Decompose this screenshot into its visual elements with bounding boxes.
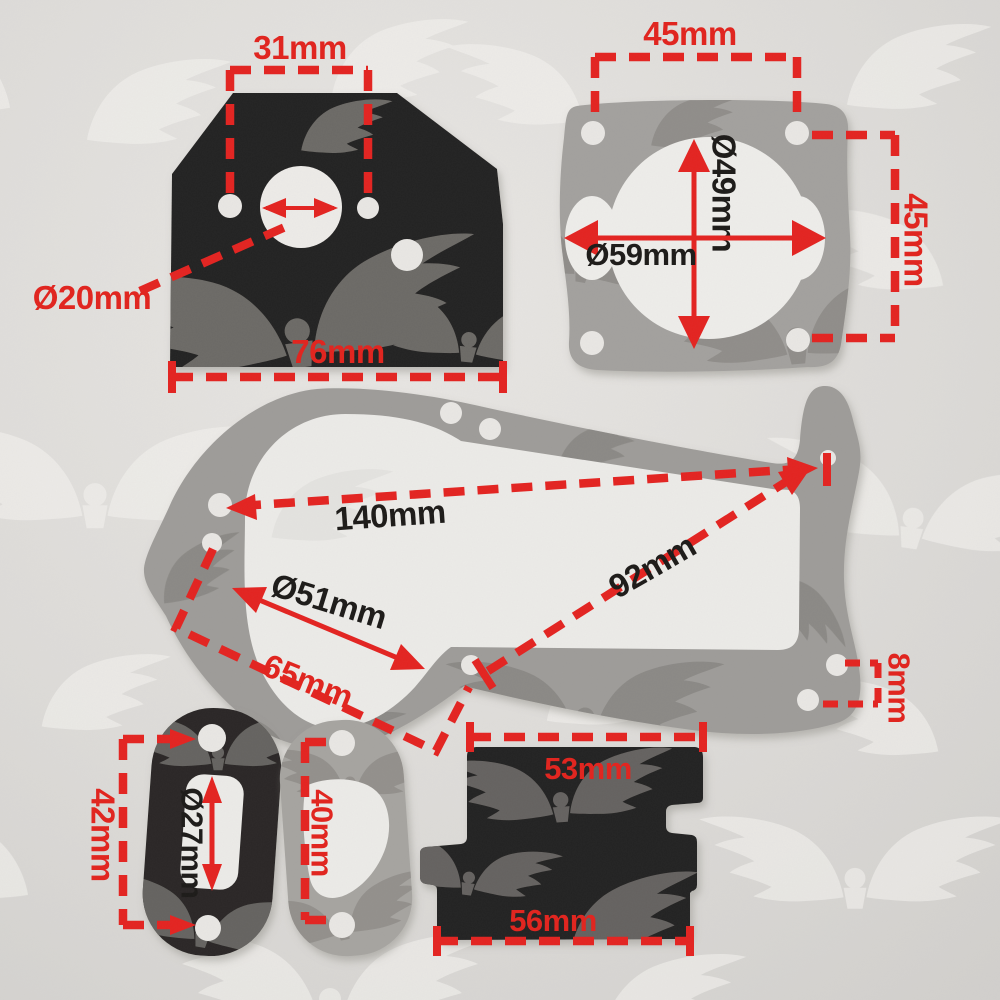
gasket-set-diagram: 31mm Ø20mm 76mm 45mm 45mm Ø49mm Ø59mm <box>0 0 1000 1000</box>
diagram-canvas: 31mm Ø20mm 76mm 45mm 45mm Ø49mm Ø59mm <box>0 0 1000 1000</box>
photo-grain-overlay <box>0 0 1000 1000</box>
